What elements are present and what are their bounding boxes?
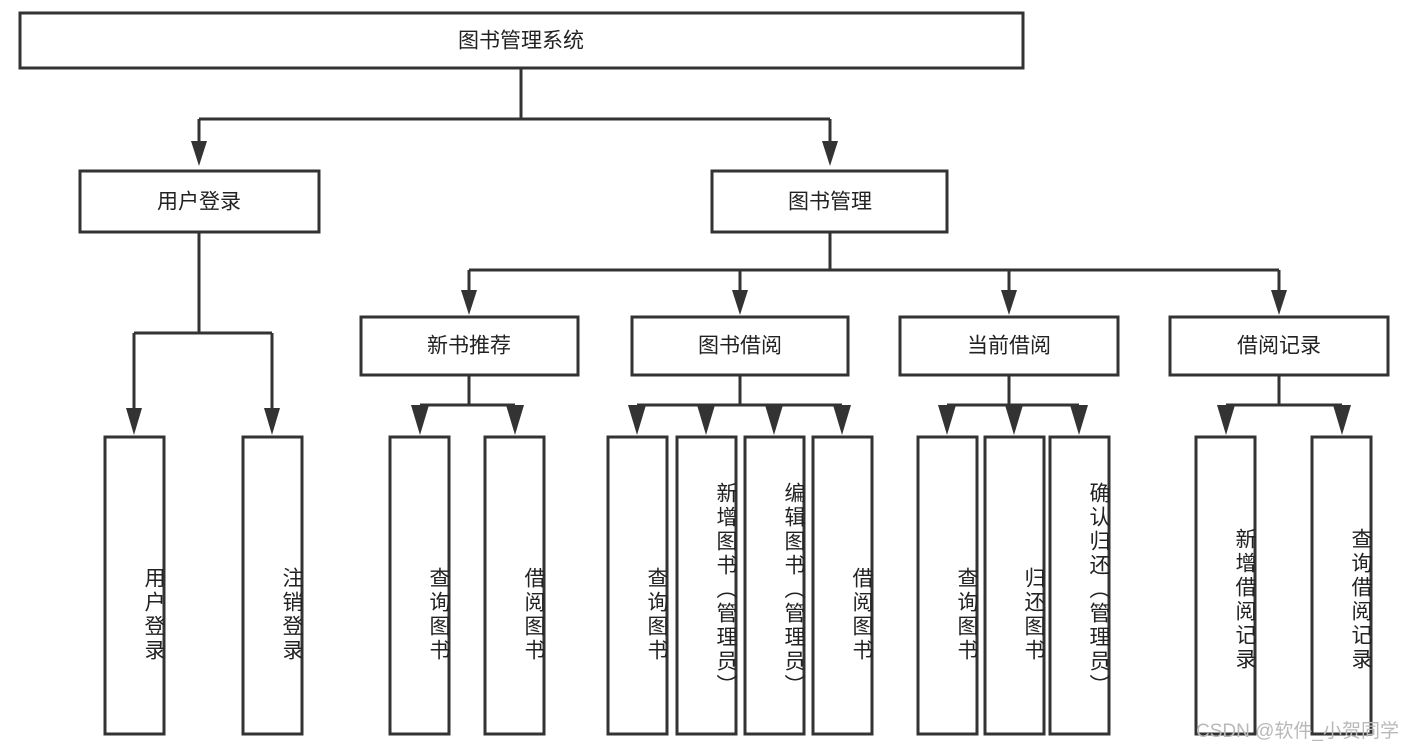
node-book-borrow[interactable] bbox=[630, 315, 850, 377]
leaf-box-book-borrow-2[interactable] bbox=[675, 435, 738, 736]
arrowhead-current-borrow-leaf2 bbox=[1005, 405, 1023, 435]
leaf-box-current-borrow-3[interactable] bbox=[1048, 435, 1111, 736]
arrowhead-current-borrow-leaf3 bbox=[1070, 405, 1088, 435]
arrowhead-to-record bbox=[1271, 290, 1287, 315]
node-book-management-label: 图书管理 bbox=[788, 191, 872, 214]
arrowhead-new-book-leaf2 bbox=[506, 405, 524, 435]
leaf-box-borrow-record-1[interactable] bbox=[1194, 435, 1257, 736]
arrowhead-root-to-user-login bbox=[191, 141, 207, 166]
node-user-login-label: 用户登录 bbox=[157, 191, 241, 214]
leaf-box-user-login-1[interactable] bbox=[103, 435, 166, 736]
leaf-box-book-borrow-4[interactable] bbox=[811, 435, 874, 736]
leaf-box-current-borrow-1[interactable] bbox=[916, 435, 979, 736]
arrowhead-user-login-leaf2 bbox=[264, 408, 280, 435]
arrowhead-book-borrow-leaf2 bbox=[697, 405, 715, 435]
leaf-box-current-borrow-2[interactable] bbox=[983, 435, 1046, 736]
arrowhead-current-borrow-leaf1 bbox=[938, 405, 956, 435]
node-new-book-recommend[interactable] bbox=[359, 315, 580, 377]
arrowhead-root-to-book-mgmt bbox=[822, 141, 838, 166]
node-new-book-recommend-label: 新书推荐 bbox=[427, 335, 511, 358]
node-root[interactable] bbox=[18, 11, 1025, 70]
leaf-box-borrow-record-2[interactable] bbox=[1310, 435, 1373, 736]
arrowhead-borrow-record-leaf1 bbox=[1217, 405, 1235, 435]
leaf-box-user-login-2[interactable] bbox=[241, 435, 304, 736]
node-book-borrow-label: 图书借阅 bbox=[698, 335, 782, 358]
watermark-text: CSDN @软件_小贺同学 bbox=[1196, 721, 1399, 742]
node-book-management[interactable] bbox=[710, 169, 949, 234]
node-root-label: 图书管理系统 bbox=[458, 30, 584, 53]
arrowhead-new-book-leaf1 bbox=[411, 405, 429, 435]
node-borrow-record[interactable] bbox=[1168, 315, 1390, 377]
arrowhead-book-borrow-leaf3 bbox=[765, 405, 783, 435]
leaf-box-new-book-1[interactable] bbox=[388, 435, 451, 736]
arrowhead-to-current bbox=[1001, 290, 1017, 315]
arrowhead-book-borrow-leaf1 bbox=[628, 405, 646, 435]
leaf-box-book-borrow-3[interactable] bbox=[743, 435, 806, 736]
arrowhead-book-borrow-leaf4 bbox=[833, 405, 851, 435]
node-borrow-record-label: 借阅记录 bbox=[1237, 335, 1321, 358]
arrowhead-user-login-leaf1 bbox=[126, 408, 142, 435]
leaf-box-new-book-2[interactable] bbox=[483, 435, 546, 736]
node-current-borrow-label: 当前借阅 bbox=[967, 335, 1051, 358]
arrowhead-borrow-record-leaf2 bbox=[1333, 405, 1351, 435]
arrowhead-to-new-book bbox=[461, 290, 477, 315]
leaf-box-book-borrow-1[interactable] bbox=[606, 435, 669, 736]
arrowhead-to-borrow bbox=[732, 290, 748, 315]
node-current-borrow[interactable] bbox=[898, 315, 1120, 377]
